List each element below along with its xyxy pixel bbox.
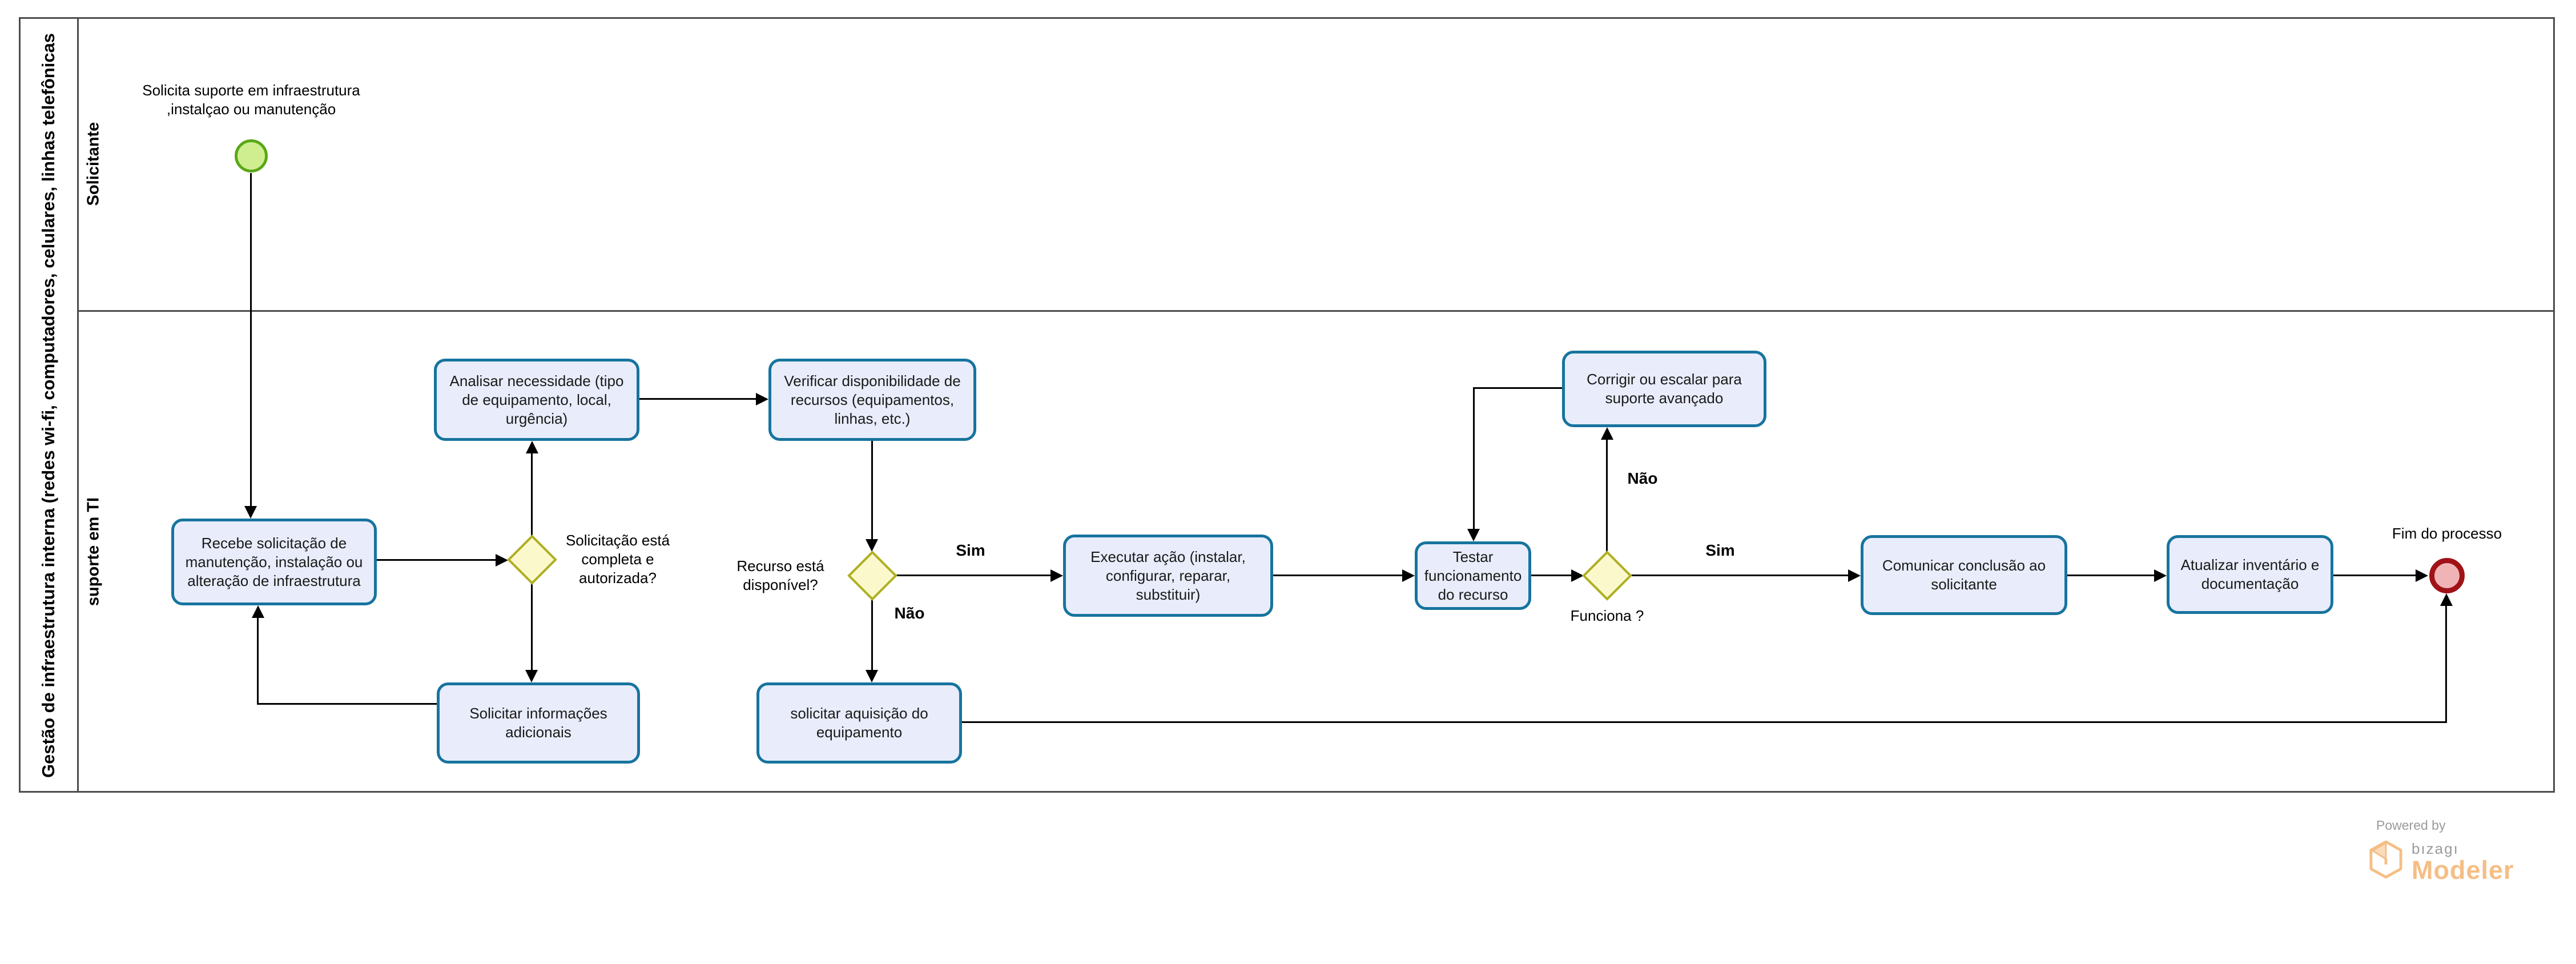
flow-label-nao-1: Não: [894, 604, 925, 622]
flow-solicitar-info-loop-h: [257, 703, 437, 705]
start-event-label: Solicita suporte em infraestrutura ,inst…: [142, 82, 360, 118]
lane-label-solicitante: Solicitante: [84, 122, 103, 206]
flow-corrigir-to-testar-v: [1473, 387, 1475, 530]
arrowhead: [866, 539, 878, 552]
pool-title: Gestão de infraestrutura interna (redes …: [38, 33, 58, 778]
task-testar-funcionamento[interactable]: Testar funcionamento do recurso: [1415, 541, 1531, 610]
arrowhead: [252, 605, 264, 618]
arrowhead: [866, 670, 878, 682]
arrowhead: [525, 670, 538, 682]
arrowhead: [496, 554, 508, 567]
arrowhead: [756, 393, 768, 405]
flow-executar-to-testar: [1273, 575, 1403, 576]
end-event[interactable]: [2429, 558, 2465, 593]
flow-gw2-nao-to-aquisicao: [871, 599, 873, 671]
flow-aquisicao-to-end-h: [962, 721, 2447, 723]
flow-recebe-to-gw1: [377, 559, 497, 561]
arrowhead: [2154, 569, 2167, 582]
arrowhead: [1050, 569, 1063, 582]
arrowhead: [1467, 529, 1480, 541]
gateway-funciona-label: Funciona ?: [1570, 607, 1644, 624]
flow-gw3-sim-to-comunicar: [1631, 575, 1849, 576]
lane-divider: [77, 310, 2555, 312]
task-solicitar-aquisicao[interactable]: solicitar aquisição do equipamento: [756, 682, 962, 764]
end-event-label: Fim do processo: [2392, 525, 2502, 542]
gateway-recurso-disponivel-label: Recurso está disponível?: [736, 557, 824, 593]
flow-gw2-sim-to-executar: [896, 575, 1052, 576]
arrowhead: [526, 441, 538, 453]
pool-label-divider: [77, 17, 79, 793]
flow-gw1-to-analisar: [531, 452, 533, 537]
task-comunicar-conclusao[interactable]: Comunicar conclusão ao solicitante: [1861, 535, 2067, 615]
flow-verificar-to-gw2: [871, 441, 873, 540]
flow-label-nao-2: Não: [1627, 469, 1658, 487]
task-solicitar-informacoes[interactable]: Solicitar informações adicionais: [437, 682, 640, 764]
flow-start-to-recebe: [250, 173, 252, 507]
task-atualizar-inventario[interactable]: Atualizar inventário e documentação: [2167, 535, 2333, 614]
flow-aquisicao-to-end-v: [2445, 606, 2447, 723]
powered-by-text: Powered by: [2376, 818, 2446, 833]
flow-atualizar-to-end: [2333, 575, 2417, 576]
task-recebe-solicitacao[interactable]: Recebe solicitação de manutenção, instal…: [171, 519, 377, 605]
start-event[interactable]: [235, 139, 268, 172]
flow-solicitar-info-loop-v: [257, 618, 259, 705]
arrowhead: [2440, 593, 2453, 606]
flow-label-sim-1: Sim: [956, 541, 985, 559]
flow-gw1-to-solicitar-info: [531, 583, 533, 671]
lane-label-suporte-ti: suporte em TI: [84, 497, 103, 606]
arrowhead: [1402, 569, 1415, 582]
flow-label-sim-2: Sim: [1705, 541, 1735, 559]
pool-border: [19, 17, 2555, 793]
arrowhead: [244, 506, 257, 519]
task-executar-acao[interactable]: Executar ação (instalar, configurar, rep…: [1063, 535, 1273, 617]
arrowhead: [1571, 569, 1584, 582]
task-corrigir-escalar[interactable]: Corrigir ou escalar para suporte avançad…: [1562, 351, 1766, 427]
bizagi-wordmark: bızagı: [2412, 840, 2459, 857]
arrowhead: [2416, 569, 2428, 582]
bizagi-branding: Powered by bızagı Modeler: [2369, 818, 2558, 883]
flow-comunicar-to-atualizar: [2067, 575, 2155, 576]
arrowhead: [1848, 569, 1861, 582]
bizagi-hexagon-icon: [2369, 840, 2402, 882]
arrowhead: [1601, 427, 1613, 440]
flow-gw3-nao-to-corrigir: [1606, 440, 1608, 552]
flow-testar-to-gw3: [1531, 575, 1572, 576]
flow-corrigir-to-testar-h: [1473, 387, 1562, 389]
modeler-wordmark: Modeler: [2412, 855, 2514, 885]
task-analisar-necessidade[interactable]: Analisar necessidade (tipo de equipament…: [434, 359, 639, 441]
flow-analisar-to-verificar: [639, 398, 757, 400]
gateway-solicitacao-completa-label: Solicitação está completa e autorizada?: [565, 532, 670, 587]
task-verificar-disponibilidade[interactable]: Verificar disponibilidade de recursos (e…: [768, 359, 976, 441]
